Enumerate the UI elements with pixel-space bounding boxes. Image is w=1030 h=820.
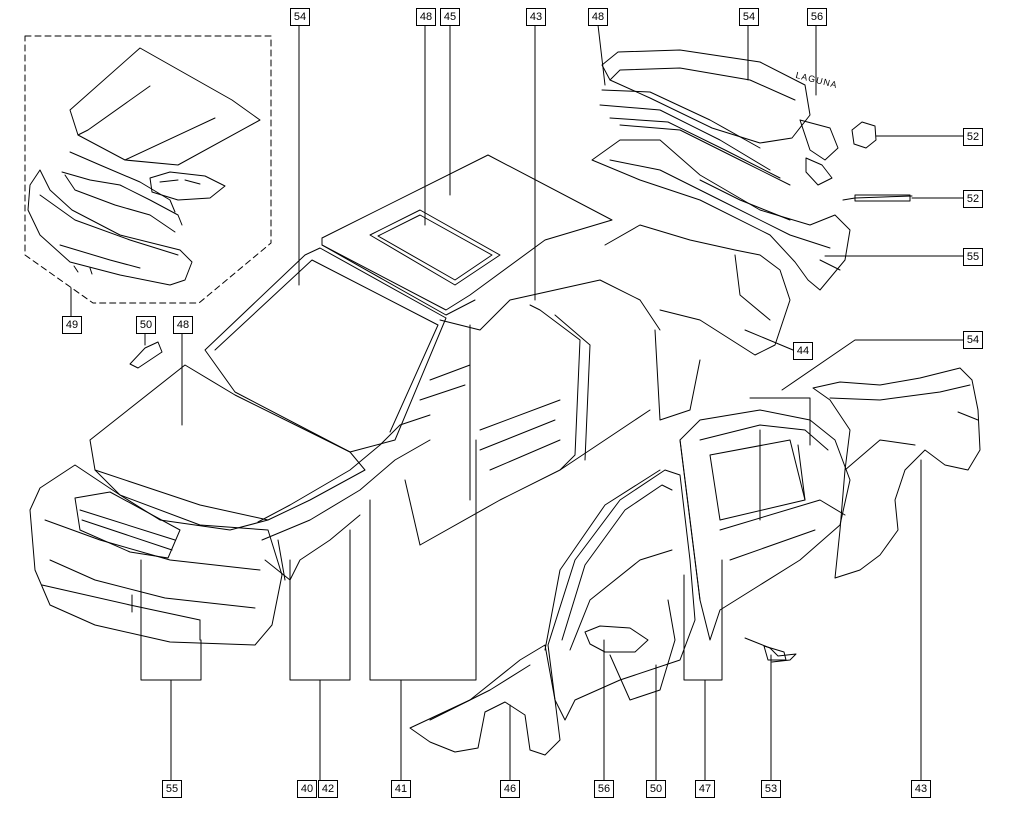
callout-50-front-door: 50 bbox=[646, 780, 666, 798]
callout-53-latch: 53 bbox=[761, 780, 781, 798]
latch-body bbox=[763, 645, 787, 661]
callout-48-trunk: 48 bbox=[588, 8, 608, 26]
callout-48-hood: 48 bbox=[173, 316, 193, 334]
callout-43-pillar: 43 bbox=[526, 8, 546, 26]
hinge-part bbox=[129, 341, 163, 369]
callout-54-rear-glass: 54 bbox=[739, 8, 759, 26]
rear-side-panel bbox=[812, 367, 981, 579]
front-wing bbox=[409, 644, 561, 756]
callout-55-rear-bumper: 55 bbox=[963, 248, 983, 266]
inset-group-49 bbox=[24, 35, 272, 317]
callout-42-front-end: 42 bbox=[318, 780, 338, 798]
callout-52-clip: 52 bbox=[963, 128, 983, 146]
callout-48-sunroof: 48 bbox=[416, 8, 436, 26]
callout-55-front-bumper: 55 bbox=[162, 780, 182, 798]
callout-43-side-panel: 43 bbox=[911, 780, 931, 798]
callout-56-badge: 56 bbox=[807, 8, 827, 26]
callout-52-strut: 52 bbox=[963, 190, 983, 208]
callout-54-windscreen: 54 bbox=[290, 8, 310, 26]
leader-lines bbox=[140, 24, 964, 781]
callout-54-door-glass: 54 bbox=[963, 331, 983, 349]
trunk-lid-assembly bbox=[591, 49, 913, 291]
callout-45-roof: 45 bbox=[440, 8, 460, 26]
front-door bbox=[544, 469, 696, 721]
callout-49-inset: 49 bbox=[62, 316, 82, 334]
callout-44-rear-structure: 44 bbox=[793, 342, 813, 360]
rear-door bbox=[679, 409, 851, 641]
callout-41-floor: 41 bbox=[391, 780, 411, 798]
callout-47-doors: 47 bbox=[695, 780, 715, 798]
callout-46-front-wing: 46 bbox=[500, 780, 520, 798]
callout-50-hinge: 50 bbox=[136, 316, 156, 334]
callout-40-front-end: 40 bbox=[297, 780, 317, 798]
body-shell bbox=[29, 154, 791, 646]
callout-56-mirror: 56 bbox=[594, 780, 614, 798]
